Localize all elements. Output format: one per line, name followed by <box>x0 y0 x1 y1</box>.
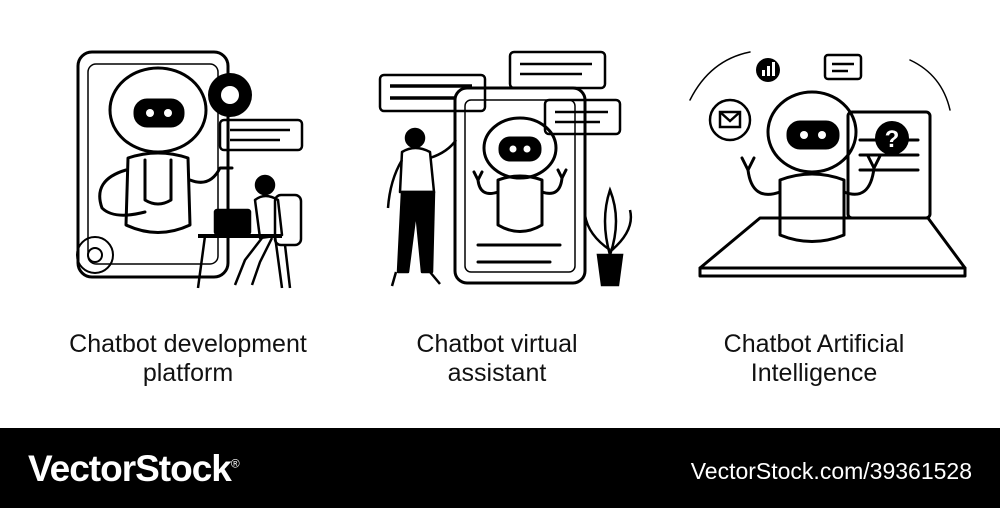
robot-icon <box>378 50 633 287</box>
caption-virtual-assistant: Chatbot virtual assistant <box>416 330 578 387</box>
question-icon: ? <box>875 121 909 155</box>
chart-icon <box>756 58 780 82</box>
robot-icon <box>76 50 304 289</box>
illustration-artificial-intelligence: ? <box>680 40 980 300</box>
brand-name: VectorStock <box>28 448 232 489</box>
gear-icon <box>208 73 252 117</box>
caption-artificial-intelligence: Chatbot Artificial Intelligence <box>723 330 905 387</box>
illustration-virtual-assistant <box>360 40 660 300</box>
mail-icon <box>708 98 752 142</box>
plant-icon <box>583 186 633 287</box>
chat-bubble-icon <box>218 118 304 152</box>
chat-bubble-icon <box>378 50 622 136</box>
illustration-development-platform <box>50 40 350 300</box>
chat-bubble-icon <box>823 53 863 81</box>
brand-mark: ® <box>230 456 240 471</box>
watermark-footer: VectorStock® VectorStock.com/39361528 <box>0 428 1000 508</box>
laptop-icon: ? <box>689 51 967 278</box>
caption-development-platform: Chatbot development platform <box>69 330 307 387</box>
svg-text:?: ? <box>885 126 900 153</box>
image-reference: VectorStock.com/39361528 <box>690 458 972 484</box>
brand-logo: VectorStock® <box>28 448 240 490</box>
